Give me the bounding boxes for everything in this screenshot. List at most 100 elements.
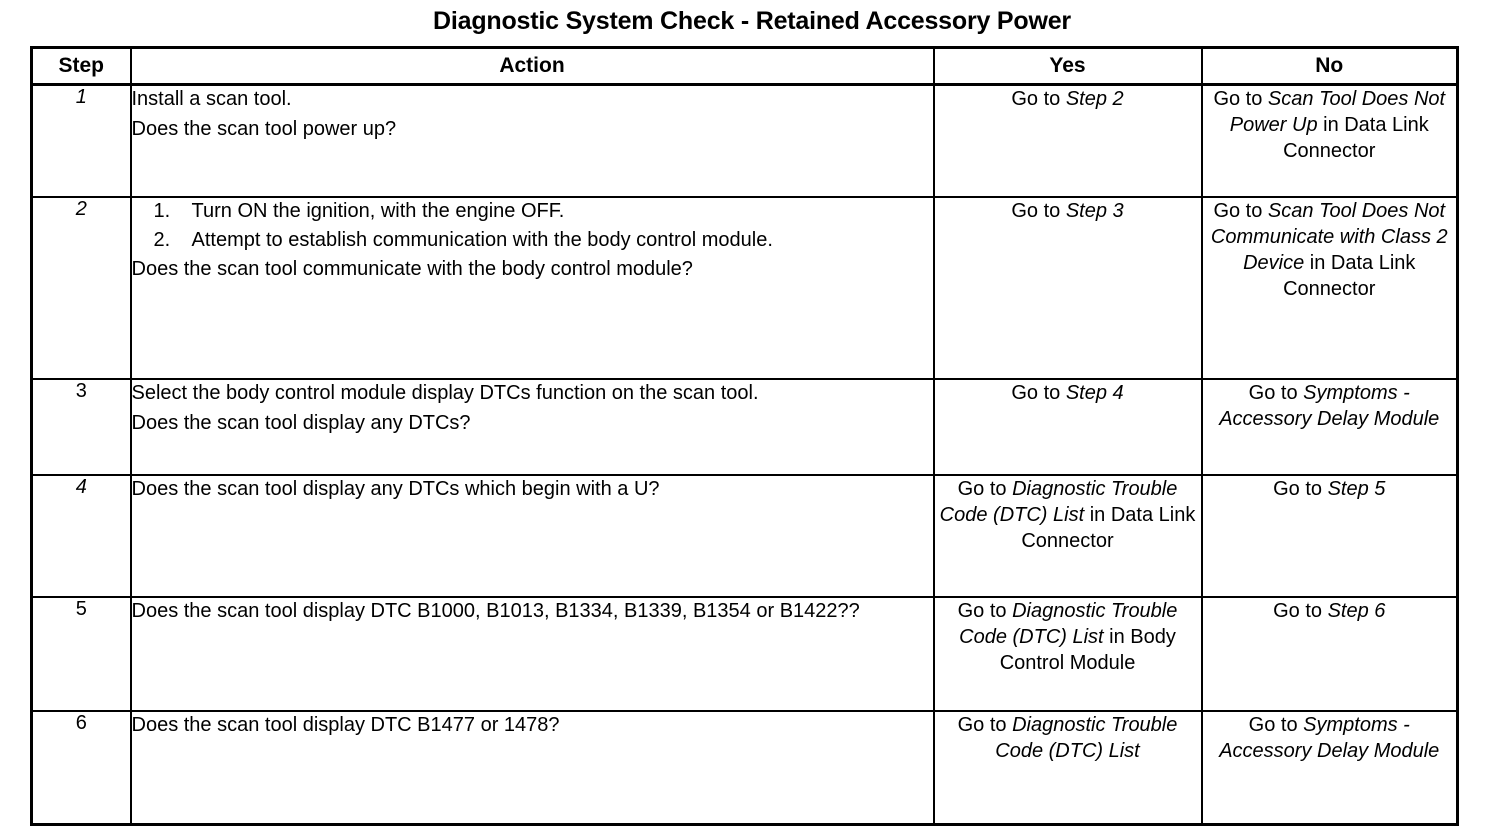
branch-text: Go to Scan Tool Does Not Power Up in Dat… — [1203, 86, 1457, 164]
yes-branch-cell: Go to Diagnostic Trouble Code (DTC) List… — [932, 595, 1203, 712]
yes-branch-cell: Go to Step 4 — [932, 377, 1203, 476]
action-cell: Does the scan tool display DTC B1477 or … — [129, 709, 935, 826]
step-number-cell: 5 — [30, 595, 132, 712]
page-title: Diagnostic System Check - Retained Acces… — [433, 7, 1071, 35]
no-branch-cell: Go to Step 6 — [1200, 595, 1459, 712]
step-number: 1 — [75, 86, 87, 108]
branch-prefix: Go to — [957, 477, 1013, 500]
table-row: 4 Does the scan tool display any DTCs whi… — [30, 473, 1459, 598]
no-branch-cell: Go to Scan Tool Does Not Power Up in Dat… — [1200, 83, 1459, 198]
yes-branch-cell: Go to Diagnostic Trouble Code (DTC) List — [932, 709, 1203, 826]
branch-text: Go to Diagnostic Trouble Code (DTC) List — [935, 712, 1201, 764]
branch-suffix: in Data Link Connector — [1283, 251, 1416, 300]
action-line: Does the scan tool display any DTCs whic… — [131, 477, 660, 500]
branch-reference: Step 5 — [1327, 477, 1386, 500]
branch-reference: Step 4 — [1065, 381, 1124, 404]
step-number-cell: 4 — [30, 473, 132, 598]
step-number-cell: 1 — [30, 83, 132, 198]
branch-reference: Diagnostic Trouble Code (DTC) List — [995, 713, 1178, 762]
table-row: 2 1. Turn ON the ignition, with the engine… — [30, 195, 1459, 380]
branch-prefix: Go to — [957, 599, 1013, 622]
branch-prefix: Go to — [1273, 599, 1328, 622]
diagnostic-table-container: Step Action Yes No 1 Install a scan tool.… — [30, 46, 1459, 826]
action-line: Select the body control module display D… — [131, 381, 759, 404]
branch-text: Go to Step 2 — [935, 86, 1201, 112]
no-branch-cell: Go to Symptoms - Accessory Delay Module — [1200, 377, 1459, 476]
branch-reference: Scan Tool Does Not Power Up — [1229, 88, 1446, 136]
branch-prefix: Go to — [1011, 381, 1066, 404]
action-step-item: 1. Turn ON the ignition, with the engine … — [132, 198, 933, 224]
column-header-action: Action — [129, 46, 935, 86]
action-line: Install a scan tool. — [131, 88, 292, 110]
step-number: 4 — [75, 475, 87, 498]
action-question: Does the scan tool communicate with the … — [131, 257, 693, 280]
action-step-text: Attempt to establish communication with … — [191, 228, 773, 251]
table-header: Step Action Yes No — [30, 46, 1459, 86]
action-cell: Does the scan tool display DTC B1000, B1… — [129, 595, 935, 712]
branch-text: Go to Diagnostic Trouble Code (DTC) List… — [935, 598, 1201, 676]
table-row: 5 Does the scan tool display DTC B1000, B… — [30, 595, 1459, 712]
branch-reference: Step 3 — [1065, 199, 1124, 222]
yes-branch-cell: Go to Step 2 — [932, 83, 1203, 198]
branch-prefix: Go to — [957, 713, 1013, 736]
table-row: 1 Install a scan tool. Does the scan tool … — [30, 83, 1459, 198]
branch-reference: Step 6 — [1327, 599, 1386, 622]
table-row: 3 Select the body control module display … — [30, 377, 1459, 476]
branch-prefix: Go to — [1248, 381, 1304, 404]
branch-suffix: in Data Link Connector — [1021, 503, 1196, 552]
branch-text: Go to Step 3 — [935, 198, 1201, 224]
action-step-marker: 2. — [153, 228, 171, 251]
branch-prefix: Go to — [1248, 713, 1304, 736]
branch-text: Go to Step 5 — [1203, 476, 1457, 502]
branch-reference: Scan Tool Does Not Communicate with Clas… — [1210, 199, 1448, 274]
step-number-cell: 2 — [30, 195, 132, 380]
column-header-yes: Yes — [932, 46, 1203, 86]
step-number: 2 — [75, 197, 87, 220]
step-number: 3 — [75, 379, 87, 402]
action-cell: Install a scan tool. Does the scan tool p… — [129, 83, 935, 198]
step-number: 5 — [75, 597, 87, 620]
branch-reference: Diagnostic Trouble Code (DTC) List — [939, 477, 1178, 526]
branch-prefix: Go to — [1011, 199, 1066, 222]
action-step-text: Turn ON the ignition, with the engine OF… — [191, 199, 565, 222]
branch-reference: Symptoms - Accessory Delay Module — [1219, 713, 1440, 762]
no-branch-cell: Go to Step 5 — [1200, 473, 1459, 598]
branch-reference: Symptoms - Accessory Delay Module — [1219, 381, 1440, 430]
branch-text: Go to Step 4 — [935, 380, 1201, 406]
action-line: Does the scan tool power up? — [131, 118, 397, 140]
diagnostic-table: Step Action Yes No 1 Install a scan tool.… — [30, 46, 1459, 826]
step-number-cell: 3 — [30, 377, 132, 476]
action-line: Does the scan tool display any DTCs? — [131, 411, 471, 434]
action-cell: 1. Turn ON the ignition, with the engine … — [129, 195, 935, 380]
column-header-no: No — [1200, 46, 1459, 86]
column-header-step: Step — [30, 46, 132, 86]
action-cell: Select the body control module display D… — [129, 377, 935, 476]
action-step-marker: 1. — [153, 199, 171, 222]
yes-branch-cell: Go to Diagnostic Trouble Code (DTC) List… — [932, 473, 1203, 598]
no-branch-cell: Go to Scan Tool Does Not Communicate wit… — [1200, 195, 1459, 380]
action-step-list: 1. Turn ON the ignition, with the engine … — [132, 198, 933, 253]
branch-prefix: Go to — [1011, 88, 1066, 110]
branch-reference: Step 2 — [1065, 88, 1124, 110]
action-line: Does the scan tool display DTC B1000, B1… — [131, 599, 860, 622]
branch-reference: Diagnostic Trouble Code (DTC) List — [959, 599, 1178, 648]
no-branch-cell: Go to Symptoms - Accessory Delay Module — [1200, 709, 1459, 826]
branch-suffix: in Body Control Module — [999, 625, 1176, 674]
action-line: Does the scan tool display DTC B1477 or … — [131, 713, 560, 736]
branch-suffix: in Data Link Connector — [1283, 114, 1429, 162]
yes-branch-cell: Go to Step 3 — [932, 195, 1203, 380]
table-body: 1 Install a scan tool. Does the scan tool … — [30, 83, 1459, 826]
table-header-row: Step Action Yes No — [30, 46, 1459, 86]
branch-text: Go to Diagnostic Trouble Code (DTC) List… — [935, 476, 1201, 554]
branch-text: Go to Symptoms - Accessory Delay Module — [1203, 712, 1457, 764]
action-step-item: 2. Attempt to establish communication wit… — [132, 227, 933, 253]
branch-text: Go to Step 6 — [1203, 598, 1457, 624]
branch-prefix: Go to — [1273, 477, 1328, 500]
branch-prefix: Go to — [1213, 88, 1268, 110]
branch-text: Go to Scan Tool Does Not Communicate wit… — [1203, 198, 1457, 302]
branch-text: Go to Symptoms - Accessory Delay Module — [1203, 380, 1457, 432]
action-cell: Does the scan tool display any DTCs whic… — [129, 473, 935, 598]
branch-prefix: Go to — [1213, 199, 1268, 222]
